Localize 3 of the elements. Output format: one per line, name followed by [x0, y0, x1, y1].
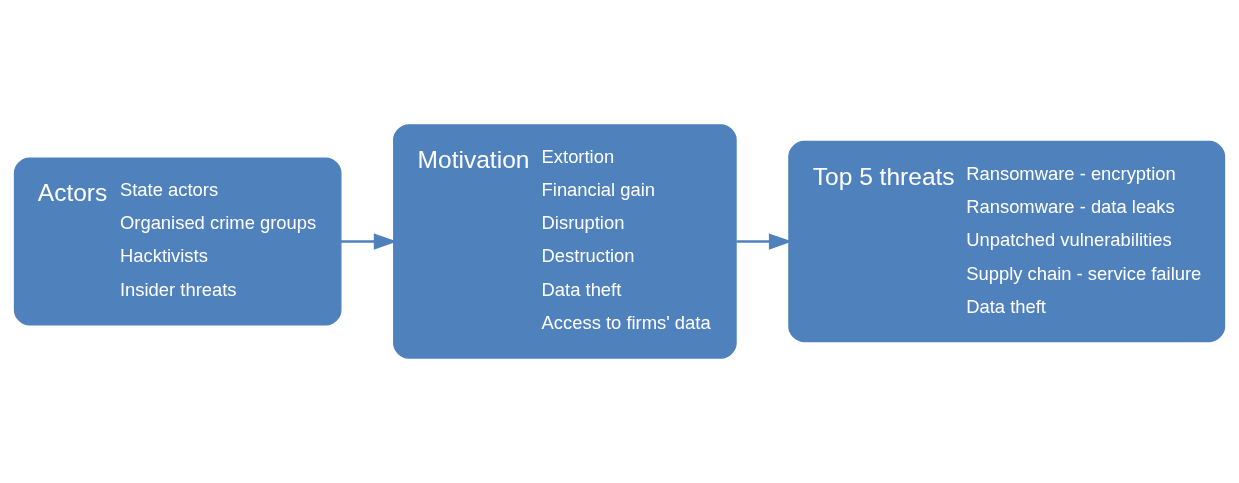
node-box: Top 5 threats Ransomware - encryption Ransomware - data leaks Unpatched vulnerabilities Supply chain - service failure Data theft	[788, 140, 1226, 343]
node-box: Motivation Extortion Financial gain Disruption Destruction Data theft Access to firms' data	[393, 124, 737, 359]
node-box: Actors State actors Organised crime groups Hacktivists Insider threats	[13, 157, 342, 326]
